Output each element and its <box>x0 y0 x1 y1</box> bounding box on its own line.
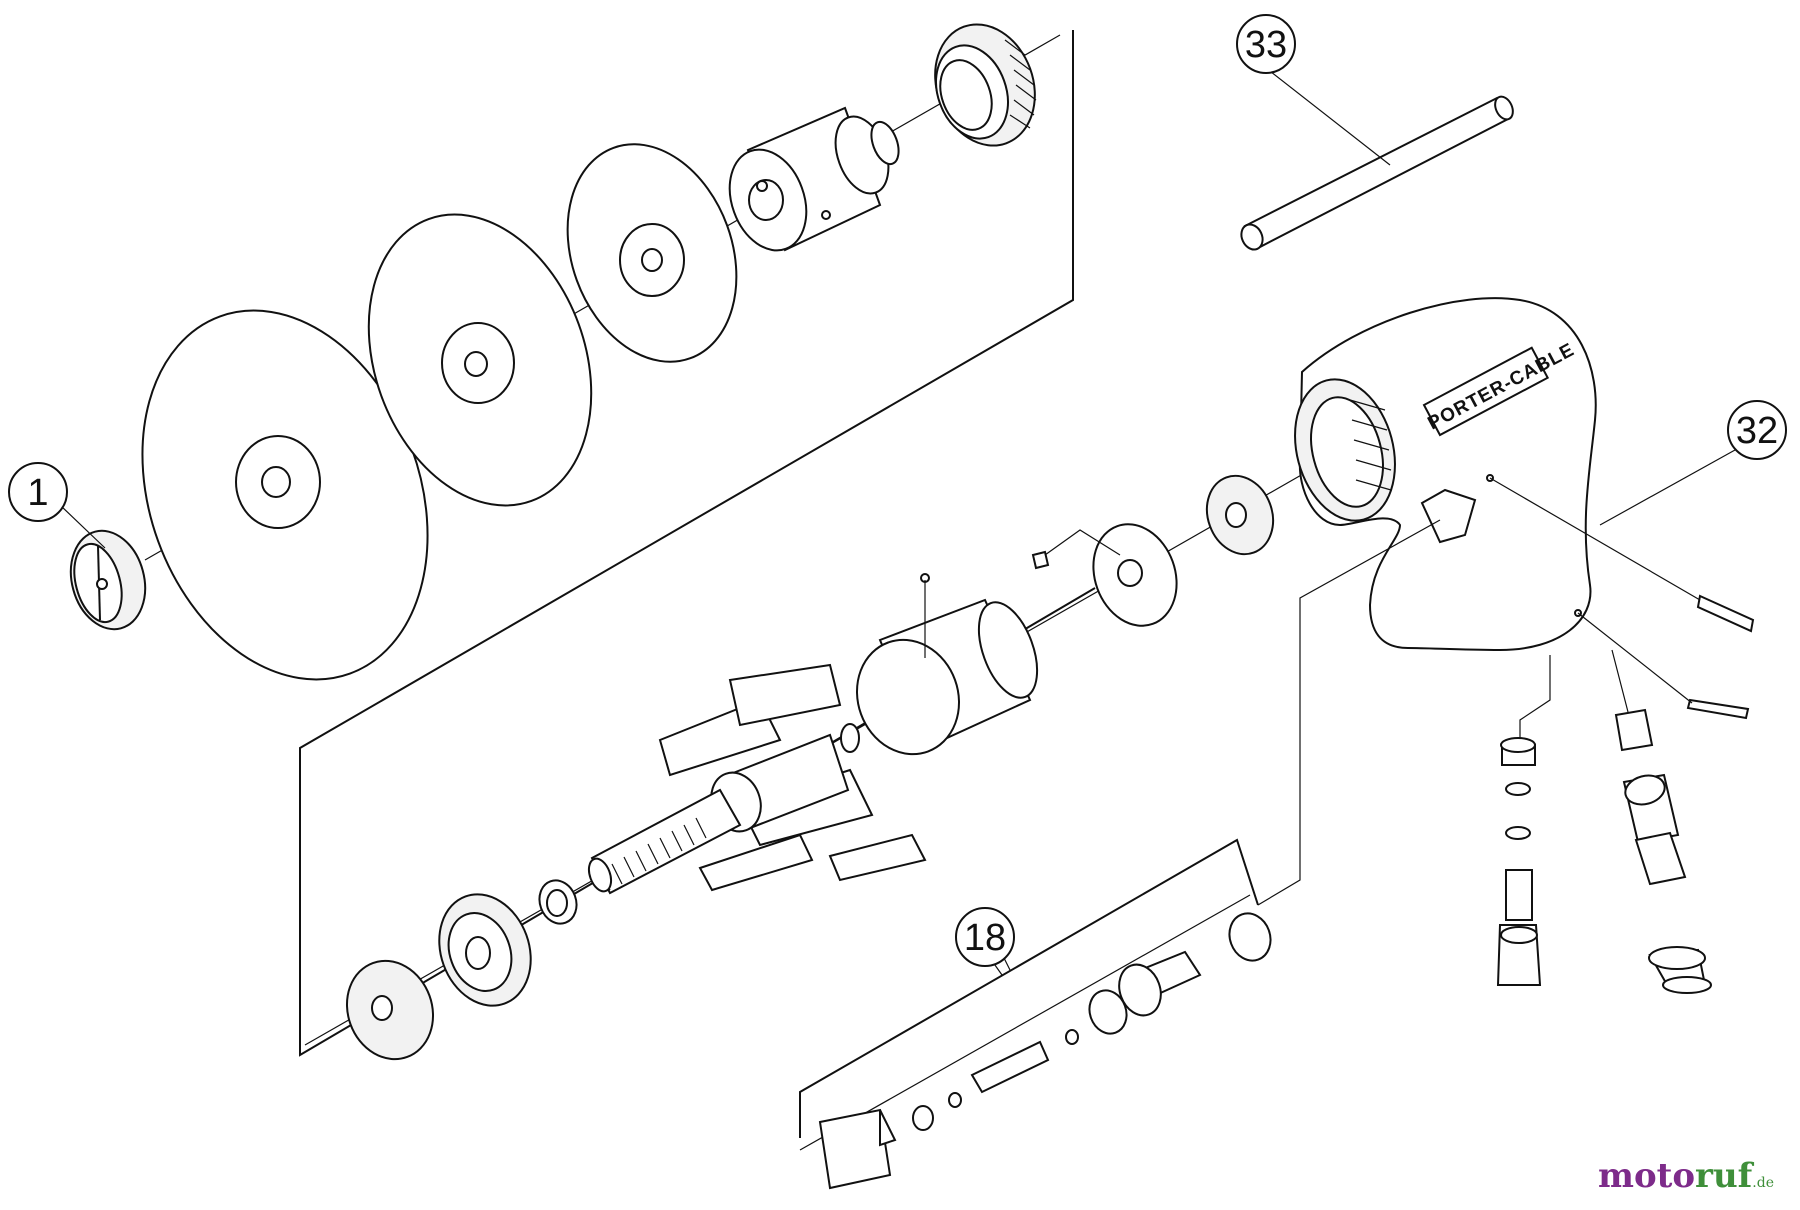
site-watermark: motoruf.de <box>1598 1156 1774 1196</box>
rear-spacer <box>1205 474 1275 556</box>
svg-text:18: 18 <box>964 917 1006 959</box>
air-fitting <box>1611 649 1687 886</box>
callout-leader-1 <box>59 504 106 549</box>
callout-32: 32 <box>1727 400 1787 460</box>
leader-line-pin-lower <box>1577 612 1693 704</box>
callout-leader-32 <box>1599 449 1736 526</box>
svg-text:32: 32 <box>1736 410 1778 452</box>
brand-plate <box>1422 346 1550 437</box>
watermark-part-b: ruf <box>1695 1156 1753 1196</box>
motor-cylinder <box>855 573 1039 756</box>
disc-middle <box>367 213 593 507</box>
rotor-assembly <box>587 663 927 895</box>
leader-line-pin-upper <box>1489 477 1701 601</box>
callout-33: 33 <box>1236 14 1296 74</box>
valve-assembly <box>799 838 1272 1190</box>
tool-housing: PORTER-CABLE <box>1294 297 1597 652</box>
flange-nut-part <box>69 529 147 631</box>
rod-part <box>1240 95 1514 251</box>
knurled-cap <box>1648 946 1712 994</box>
leader-line-valve <box>1257 519 1441 906</box>
axis-line-valve <box>799 894 1251 1151</box>
callout-18: 18 <box>955 907 1015 967</box>
callout-1: 1 <box>8 462 68 522</box>
threaded-collar <box>934 23 1037 147</box>
svg-text:33: 33 <box>1245 24 1287 66</box>
svg-text:1: 1 <box>27 472 48 514</box>
spindle-adapter <box>728 106 900 252</box>
callout-leader-33 <box>1265 67 1391 166</box>
watermark-suffix: .de <box>1752 1175 1774 1191</box>
shim-ring <box>538 879 578 925</box>
cutting-disc-large <box>141 309 429 681</box>
dowel-pins <box>1686 594 1755 720</box>
backing-pad <box>566 143 738 363</box>
end-plate <box>1031 523 1178 627</box>
front-bearing <box>438 893 532 1007</box>
watermark-part-a: moto <box>1597 1156 1696 1196</box>
inlet-parts <box>1496 655 1551 986</box>
front-washer <box>345 959 435 1061</box>
